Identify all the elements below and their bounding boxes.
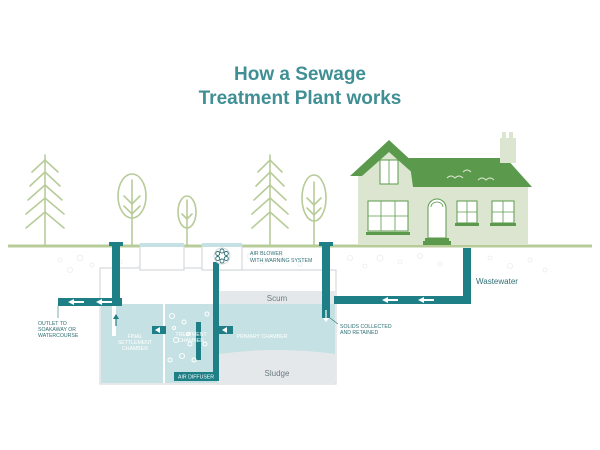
sludge-label: Sludge (265, 369, 290, 378)
inner-flow-arrows (113, 310, 329, 334)
outlet-label-line1: OUTLET TO (38, 321, 67, 327)
diagram-title-line2: Treatment Plant works (198, 88, 402, 109)
leader-lines (57, 306, 339, 325)
wastewater-label: Wastewater (476, 277, 518, 286)
flow-arrows (68, 297, 434, 305)
air-blower-label-line2: WITH WARNING SYSTEM (250, 258, 312, 264)
solids-label-line2: AND RETAINED (340, 330, 378, 336)
pipes (58, 242, 471, 381)
treatment-chamber-label-line2: CHAMBER (178, 338, 204, 344)
air-bubbles (167, 311, 210, 363)
air-diffuser-label: AIR DIFFUSER (178, 375, 214, 381)
treatment-chamber-label-line1: TREATMENT (175, 332, 207, 338)
diagram-title-line1: How a Sewage (234, 64, 366, 85)
fan-icon (213, 247, 231, 265)
air-blower-label-line1: AIR BLOWER (250, 251, 283, 257)
final-chamber-label-line2: SETTLEMENT (118, 340, 153, 346)
pine-tree-1 (25, 154, 65, 246)
outlet-label-line2: SOAKAWAY OR (38, 327, 76, 333)
final-chamber-label-line1: FINAL (128, 334, 143, 340)
outlet-label-line3: WATERCOURSE (38, 333, 79, 339)
final-chamber-label-line3: CHAMBER (122, 346, 148, 352)
round-tree-1 (117, 173, 147, 246)
pine-tree-2 (251, 154, 289, 246)
solids-label-line1: SOLIDS COLLECTED (340, 324, 392, 330)
round-tree-2 (177, 195, 197, 246)
house (350, 132, 532, 245)
round-tree-3 (301, 174, 327, 246)
primary-chamber-label: PRIMARY CHAMBER (237, 334, 288, 340)
scum-label: Scum (267, 294, 288, 303)
